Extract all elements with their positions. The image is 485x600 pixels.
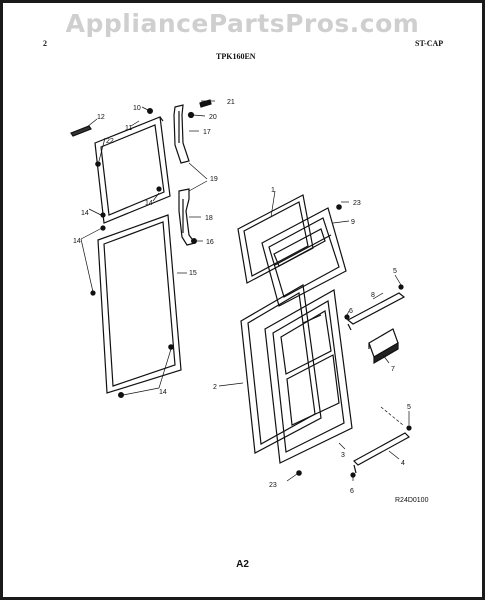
callout-22: 22	[106, 138, 114, 145]
part-4-door-rack-bar-lower	[353, 432, 410, 474]
page-number: 2	[43, 39, 47, 48]
callout-5-top: 5	[393, 268, 397, 275]
part-6-clip-lower	[350, 472, 356, 478]
callout-19: 19	[210, 176, 218, 183]
callout-8: 8	[371, 292, 375, 299]
callout-14-c: 14	[73, 238, 81, 245]
part-14-fastener-a	[156, 186, 162, 192]
part-23-screw-top	[336, 204, 342, 210]
callout-16: 17	[203, 129, 211, 136]
part-14-fastener-e	[168, 344, 174, 350]
part-10-screw	[147, 107, 154, 114]
part-2-gasket-lower	[240, 284, 322, 454]
callout-3: 3	[341, 452, 345, 459]
callout-4: 4	[401, 460, 405, 467]
part-16-hinge	[173, 104, 190, 164]
diagram-sheet: AppliancePartsPros.com 2 TPK160EN ST-CAP	[3, 3, 482, 597]
callout-14-a: 14	[145, 200, 153, 207]
callout-20: 20	[209, 114, 217, 121]
callout-23-top: 23	[353, 200, 361, 207]
callout-9: 9	[351, 219, 355, 226]
part-17-screw	[191, 238, 198, 245]
callout-1: 1	[271, 187, 275, 194]
callout-11: 11	[125, 125, 132, 132]
part-11-freezer-door-small	[94, 116, 171, 224]
callout-7: 7	[391, 366, 395, 373]
part-5-clip-lower	[406, 425, 412, 431]
callout-18: 18	[205, 215, 213, 222]
leader-lines	[80, 100, 410, 482]
part-3-liner-lower	[264, 289, 353, 464]
part-23-screw-bottom	[296, 470, 302, 476]
page-label: A2	[236, 559, 249, 570]
part-7-door-bin	[368, 328, 399, 365]
part-8-door-rack-bar	[346, 292, 406, 331]
callout-6-top: 6	[349, 308, 353, 315]
part-9-liner-upper	[261, 207, 347, 307]
watermark: AppliancePartsPros.com	[65, 9, 420, 38]
callout-15: 15	[189, 270, 197, 277]
drawing-code: R24D0100	[395, 497, 429, 504]
callout-10: 10	[133, 105, 141, 112]
part-14-fastener-f	[117, 392, 124, 399]
callout-17: 16	[206, 239, 214, 246]
callout-21: 21	[227, 99, 235, 106]
callout-6-bottom: 6	[350, 488, 354, 495]
callout-14-b: 14	[81, 210, 89, 217]
part-6-clip-upper	[344, 314, 350, 320]
callout-numbers: 12 11 10 22 21 20 17 19 18 16 14 14 14 1…	[73, 99, 411, 495]
part-22-screw	[95, 161, 101, 167]
model-number: TPK160EN	[216, 52, 256, 61]
part-12-pin	[70, 125, 92, 137]
callout-5-bottom: 5	[407, 404, 411, 411]
part-15-refrigerator-door-large	[97, 214, 182, 394]
section-code: ST-CAP	[415, 39, 444, 48]
callout-2: 2	[213, 384, 217, 391]
part-14-fastener-c	[100, 225, 106, 231]
callout-23-bottom: 23	[269, 482, 277, 489]
callout-12: 12	[97, 114, 105, 121]
part-20-washer	[187, 111, 195, 119]
exploded-parts-diagram: 12 11 10 22 21 20 17 19 18 16 14 14 14 1…	[70, 99, 429, 504]
callout-14-d: 14	[159, 389, 167, 396]
part-5-clip-upper	[398, 284, 404, 290]
part-14-fastener-b	[100, 212, 106, 218]
